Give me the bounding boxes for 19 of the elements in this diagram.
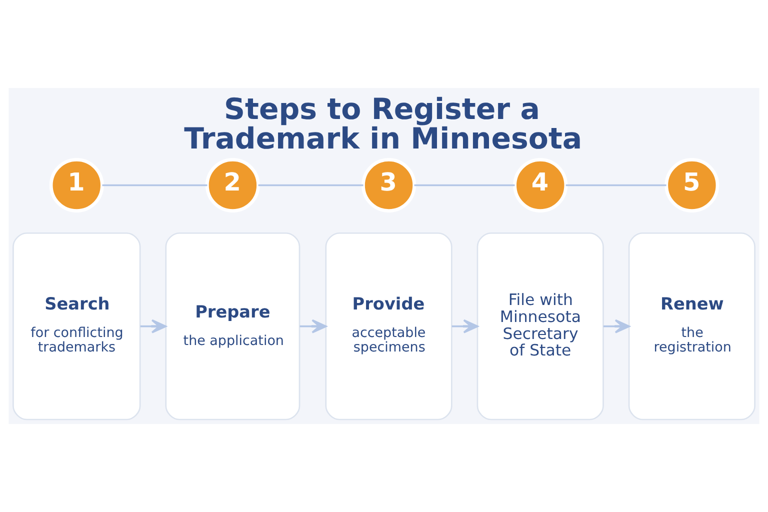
node-circle: 4 (513, 158, 568, 212)
arrow (452, 319, 478, 334)
connector (566, 184, 666, 186)
node-circle: 1 (49, 158, 104, 212)
node-circle: 2 (205, 158, 260, 212)
connector (414, 184, 515, 186)
node-box: Renew the registration (628, 232, 756, 420)
node-box: Prepare the application (165, 232, 300, 420)
connector (102, 184, 208, 186)
arrow (603, 319, 630, 334)
diagram-title: Steps to Register a Trademark in Minnesota (184, 92, 582, 156)
node-box: Search for conflicting trademarks (12, 232, 141, 420)
arrow (300, 319, 327, 334)
node-circle: 5 (664, 158, 720, 212)
connector (258, 184, 364, 186)
arrow (140, 319, 166, 334)
node-box: Provide acceptable specimens (325, 232, 452, 420)
node-circle: 3 (362, 158, 416, 212)
node-box: File with Minnesota Secretary of State (476, 232, 604, 420)
